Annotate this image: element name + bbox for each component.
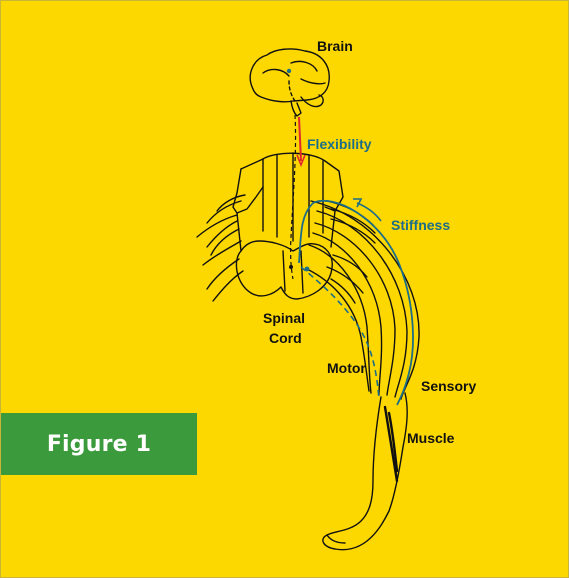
label-spinal: Spinal	[263, 310, 305, 326]
label-muscle: Muscle	[407, 430, 455, 446]
spinal-cord-section	[197, 153, 375, 303]
figure-label-box: Figure 1	[1, 413, 197, 475]
flexibility-pathway	[299, 117, 301, 161]
stiffness-arrow	[357, 203, 381, 221]
label-sensory: Sensory	[421, 378, 476, 394]
spinal-node-left	[289, 265, 293, 269]
label-flexibility: Flexibility	[307, 136, 372, 152]
label-brain: Brain	[317, 38, 353, 54]
label-cord: Cord	[269, 330, 302, 346]
figure-label: Figure 1	[47, 432, 151, 457]
brain-node	[287, 69, 291, 73]
label-motor: Motor	[327, 360, 366, 376]
spinal-node-right	[305, 267, 310, 272]
label-stiffness: Stiffness	[391, 217, 450, 233]
brain-illustration	[250, 49, 329, 116]
leg-illustration	[323, 393, 407, 550]
